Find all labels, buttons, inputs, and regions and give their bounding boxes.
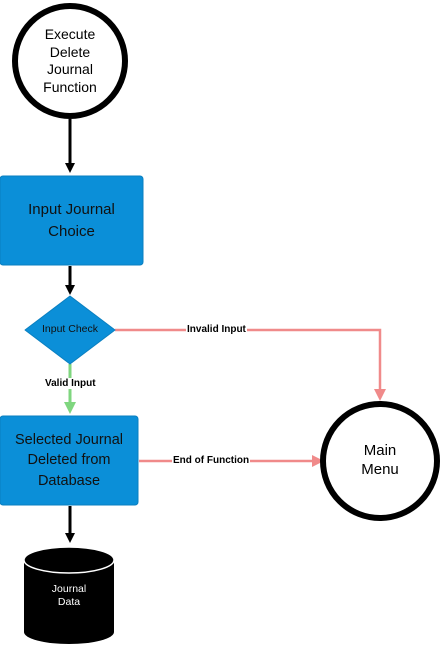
main-menu-node-shape bbox=[320, 401, 440, 521]
main-menu-node-label: Main Menu bbox=[361, 442, 399, 478]
start-node-shape bbox=[12, 3, 128, 119]
input-check-node-label: Input Check bbox=[41, 323, 99, 336]
start-node-label: Execute Delete Journal Function bbox=[43, 26, 97, 95]
journal-data-node-label: Journal Data bbox=[51, 582, 87, 608]
edge-label-valid-input: Valid Input bbox=[44, 378, 97, 389]
deleted-node-shape bbox=[0, 415, 139, 506]
input-choice-node-shape bbox=[0, 175, 144, 266]
input-check-node-shape bbox=[24, 295, 116, 365]
edge-label-invalid-input: Invalid Input bbox=[186, 324, 247, 335]
journal-data-cylinder-shape bbox=[23, 546, 115, 644]
input-choice-node-label: Input Journal Choice bbox=[28, 200, 115, 240]
edge-invalid-input bbox=[115, 328, 386, 401]
deleted-node-label: Selected Journal Deleted from Database bbox=[14, 432, 123, 489]
edge-label-end-of-function: End of Function bbox=[172, 455, 251, 466]
